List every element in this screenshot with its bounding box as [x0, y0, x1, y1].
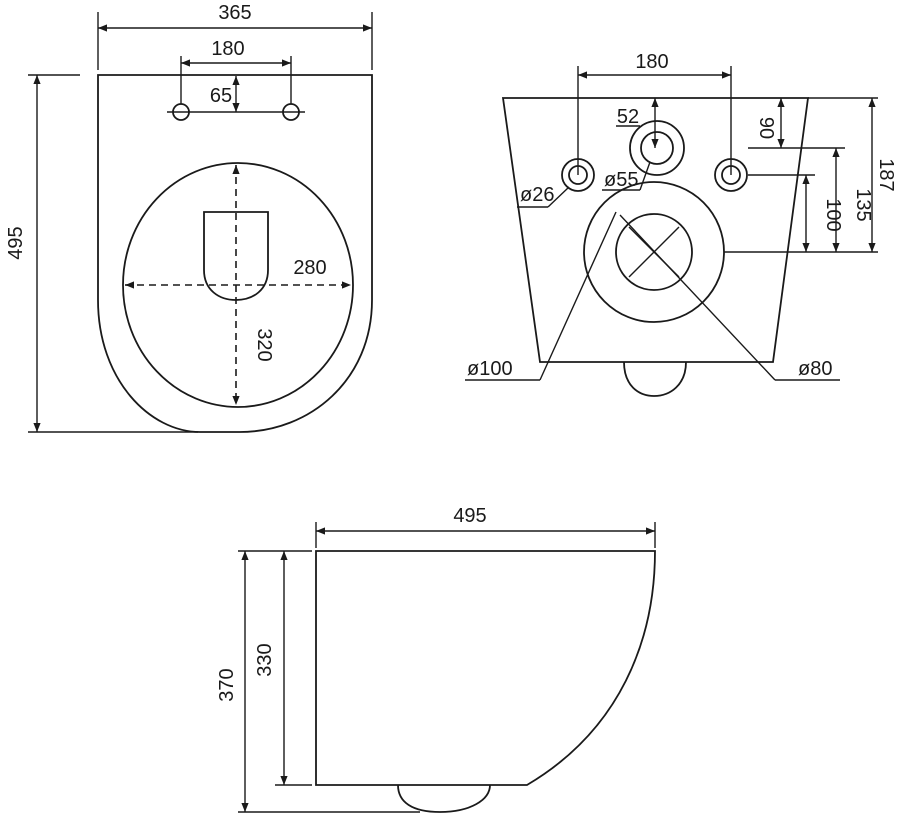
rear-view-outlet-inner-dia-label: ø80	[798, 358, 832, 380]
rear-view-inlet-height-label: 90	[755, 117, 777, 139]
rear-view-bolt-height-label: 135	[852, 188, 874, 221]
rear-view-bolt-hole-dia-label: ø26	[520, 184, 554, 206]
top-view-length-label: 495	[5, 226, 27, 259]
rear-view-inlet-dia-label: ø55	[604, 169, 638, 191]
rear-view: 180 52 ø26 ø55 90 100 135 187 ø100	[465, 51, 897, 397]
rear-view-outlet-inner	[615, 213, 693, 291]
top-view-bowl	[122, 162, 354, 408]
top-view-bowl-width-label: 280	[293, 257, 326, 279]
rear-view-bolt-spacing-label: 180	[635, 51, 668, 73]
top-view-bowl-length-label: 320	[253, 328, 275, 361]
side-view: 495 330 370	[216, 505, 656, 813]
side-view-body-height-label: 330	[254, 643, 276, 676]
side-view-length-label: 495	[453, 505, 486, 527]
top-view-bolt-spacing-label: 180	[211, 38, 244, 60]
top-view-width-label: 365	[218, 2, 251, 24]
side-view-outline	[315, 550, 656, 786]
rear-view-outline	[501, 97, 810, 363]
top-view-outline	[97, 74, 373, 433]
rear-view-total-height-label: 187	[875, 158, 897, 191]
top-view-bolt-offset-label: 65	[210, 85, 232, 107]
rear-view-outlet-height-label: 100	[822, 198, 844, 231]
side-view-total-height-label: 370	[216, 668, 238, 701]
top-view: 365 180 65 495 280 320	[5, 2, 373, 433]
side-view-base-foot	[397, 784, 491, 813]
rear-view-outlet-outer-dia-label: ø100	[467, 358, 513, 380]
rear-view-inlet-offset-label: 52	[617, 106, 639, 128]
rear-view-base-foot	[623, 361, 687, 397]
